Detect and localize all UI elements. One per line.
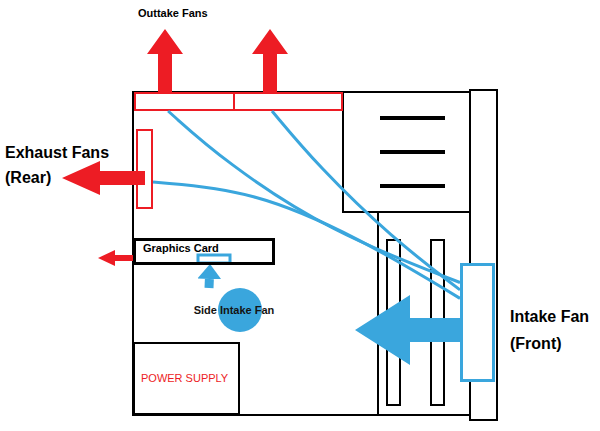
- airflow-arrow: [252, 29, 288, 92]
- node-label: Intake Fan (Front): [510, 303, 596, 357]
- outtake-fan: [234, 93, 342, 110]
- intake-fan: Intake Fan (Front): [460, 263, 598, 385]
- airflow-line: [205, 279, 214, 288]
- outtake-fan: [135, 93, 234, 110]
- fan-frame: [460, 263, 495, 382]
- graphics-card: Graphics Card: [133, 238, 275, 265]
- exhaust-fan: [137, 130, 152, 208]
- node-label: Side Intake Fan: [184, 304, 284, 317]
- node-label: POWER SUPPLY: [141, 372, 228, 385]
- airflow-arrow: [62, 161, 145, 195]
- gpu-fan: [198, 255, 230, 263]
- node-label: Exhaust Fans (Rear): [5, 140, 117, 190]
- side-intake-fan: Side Intake Fan: [184, 288, 284, 334]
- bay-slot: [380, 150, 445, 154]
- power-supply: POWER SUPPLY: [133, 342, 240, 415]
- exhaust-fan: Exhaust Fans (Rear): [3, 128, 153, 210]
- drive-bay: [343, 92, 470, 212]
- fan-group: Outtake Fans: [133, 5, 343, 111]
- airflow-line: [272, 111, 460, 290]
- case-outline: [133, 92, 470, 415]
- bay-slot: [380, 116, 445, 120]
- node-label: Graphics Card: [143, 242, 219, 255]
- bay-slot: [380, 184, 445, 188]
- airflow-arrow: [355, 295, 460, 365]
- airflow-arrow: [147, 29, 183, 92]
- connector-layer: [153, 111, 460, 298]
- airflow-arrow: [98, 250, 133, 266]
- node-label: Outtake Fans: [138, 7, 208, 20]
